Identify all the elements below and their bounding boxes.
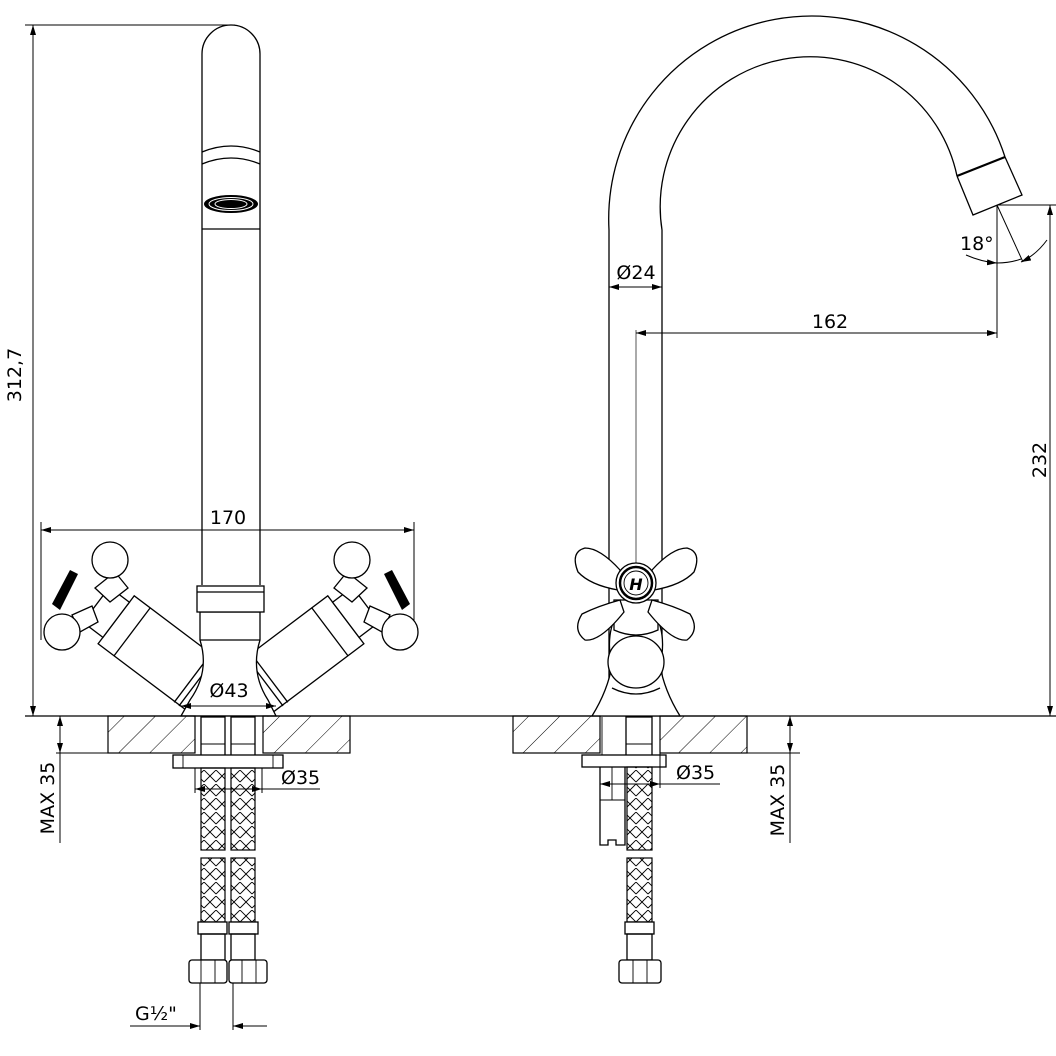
height-dimension: 312,7 (4, 24, 235, 716)
hole-diameter-dimension: Ø35 (194, 767, 320, 793)
hole-diameter-label: Ø35 (281, 767, 320, 789)
valve-right (231, 541, 419, 717)
thread-dimension: G½" (130, 983, 267, 1030)
supply-hoses-front (172, 716, 284, 984)
angle-label: 18° (960, 233, 994, 255)
supply-hose-side (581, 716, 667, 984)
thread-label: G½" (135, 1003, 177, 1025)
spout-diameter-label: Ø24 (616, 262, 655, 284)
hose-nut-icon (188, 959, 268, 984)
spout-diameter-dimension: Ø24 (609, 262, 662, 290)
reach-dimension: 162 (636, 205, 998, 338)
counter-thickness-dimension-side: MAX 35 (747, 716, 800, 843)
aerator-icon (204, 195, 258, 213)
cross-handle[interactable] (333, 541, 419, 651)
countertop-front (107, 715, 351, 754)
hole-diameter-label-side: Ø35 (676, 762, 715, 784)
width-dimension: 170 (40, 507, 415, 640)
hose-nut-icon (618, 959, 662, 984)
angle-dimension: 18° (960, 204, 1048, 266)
counter-thickness-label: MAX 35 (37, 762, 59, 835)
hole-diameter-dimension-side: Ø35 (600, 753, 720, 788)
cross-handle[interactable] (43, 541, 129, 651)
body-diameter-label: Ø43 (209, 680, 248, 702)
faucet-body-front (179, 585, 278, 717)
spout-front (201, 24, 261, 585)
valve-left (43, 541, 231, 717)
spout-height-dimension: 232 (997, 204, 1056, 716)
spout-height-label: 232 (1029, 442, 1051, 478)
reach-label: 162 (812, 311, 848, 333)
body-diameter-dimension: Ø43 (181, 680, 276, 709)
front-view: 312,7 170 (4, 24, 419, 1030)
counter-thickness-label-side: MAX 35 (767, 764, 789, 837)
height-label: 312,7 (4, 348, 26, 402)
faucet-body-side (590, 599, 682, 717)
countertop-side (512, 715, 748, 754)
side-view: Ø24 162 18° 232 (512, 15, 1056, 984)
cross-handle-side[interactable]: H (574, 547, 698, 641)
counter-thickness-dimension: MAX 35 (37, 716, 108, 843)
width-label: 170 (210, 507, 246, 529)
handle-cap-label: H (629, 575, 643, 594)
